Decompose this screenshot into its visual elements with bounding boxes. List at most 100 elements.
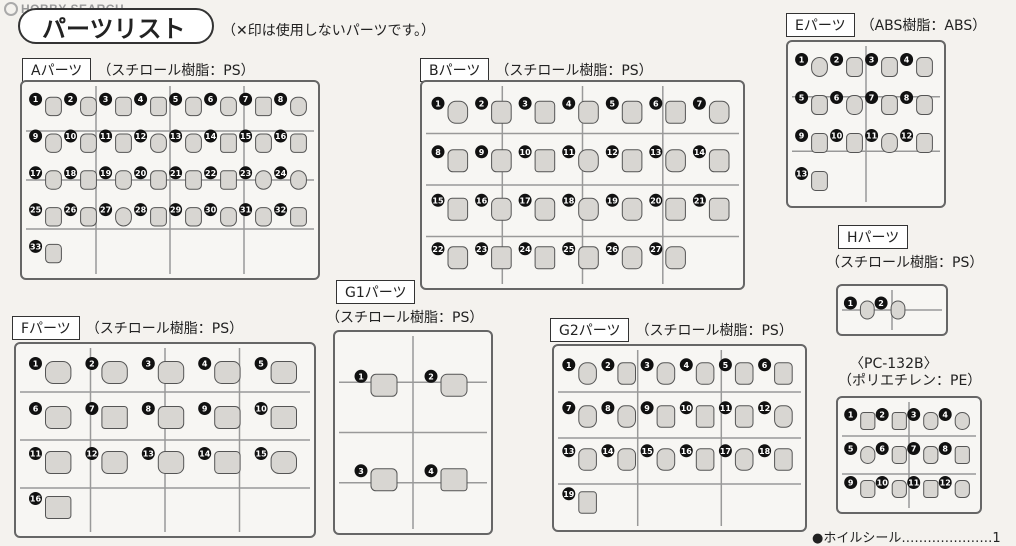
b-part-12-number: 12 (607, 148, 618, 157)
b-part-6 (665, 100, 686, 124)
g2-part-10-number: 10 (681, 404, 693, 413)
b-part-17 (534, 197, 556, 221)
a-part-17-number: 17 (30, 169, 41, 178)
g2-part-10-marker (679, 401, 693, 415)
b-part-14-marker (692, 145, 706, 159)
a-part-12 (150, 133, 167, 153)
a-part-14 (220, 133, 237, 153)
a-part-1 (45, 96, 62, 117)
b-part-18-marker (562, 193, 576, 207)
section-b-tag: Bパーツ (420, 58, 490, 82)
b-part-25 (578, 246, 599, 270)
g2-part-6-number: 6 (762, 361, 768, 370)
a-part-17-marker (29, 166, 43, 180)
f-part-15-number: 15 (256, 450, 268, 459)
h-part-1-marker (843, 296, 857, 310)
b-part-26-marker (605, 242, 619, 256)
f-part-1 (45, 361, 72, 384)
a-part-33 (45, 243, 62, 264)
pc-part-9-number: 9 (848, 479, 854, 488)
section-h-tag: Hパーツ (838, 225, 909, 249)
e-part-10-marker (830, 129, 844, 142)
a-part-10 (80, 133, 97, 153)
a-part-3-marker (99, 92, 113, 106)
e-part-8-marker (900, 91, 914, 104)
g2-part-14-number: 14 (602, 447, 614, 456)
f-part-12-marker (85, 447, 99, 460)
pc-part-5 (860, 446, 876, 464)
e-part-8-number: 8 (904, 94, 910, 103)
a-part-7-number: 7 (243, 95, 249, 104)
a-part-4 (150, 96, 167, 117)
b-part-2 (491, 100, 512, 124)
g1-part-2 (440, 373, 468, 397)
f-part-12-number: 12 (86, 450, 97, 459)
h-part-2-number: 2 (878, 299, 884, 308)
b-part-10 (534, 149, 556, 173)
e-part-13-number: 13 (796, 170, 807, 179)
page-title: パーツリスト (18, 8, 214, 44)
pc-part-2-marker (875, 408, 889, 421)
a-part-12-marker (134, 129, 148, 143)
b-part-5-marker (605, 96, 619, 110)
a-part-7 (255, 96, 272, 117)
pc-part-12-number: 12 (940, 479, 951, 488)
f-part-16-marker (29, 492, 42, 505)
b-part-4-marker (562, 96, 576, 110)
pc-part-6 (891, 446, 907, 464)
a-part-27-number: 27 (100, 206, 111, 215)
g2-part-16-number: 16 (681, 447, 693, 456)
section-g1-material: （スチロール樹脂：PS） (326, 310, 484, 326)
f-part-8 (157, 406, 185, 429)
page-title-text: パーツリスト (42, 14, 186, 43)
b-part-15-marker (431, 193, 445, 207)
g1-part-3-marker (354, 464, 368, 478)
pc-part-9 (860, 480, 876, 498)
section-f-tag: Fパーツ (12, 316, 80, 340)
f-part-4-number: 4 (202, 360, 208, 369)
f-part-6-marker (29, 402, 42, 415)
e-part-3-marker (865, 53, 879, 66)
pc-part-3 (923, 412, 939, 430)
f-part-6-number: 6 (33, 405, 39, 414)
foil-sticker-dots: ………………… (901, 531, 993, 546)
g2-part-9-number: 9 (644, 404, 650, 413)
a-part-13-number: 13 (170, 132, 181, 141)
b-part-21-marker (692, 193, 706, 207)
f-part-13-number: 13 (143, 450, 154, 459)
e-part-13-marker (795, 167, 809, 180)
e-part-5-marker (795, 91, 809, 104)
b-part-11 (578, 149, 599, 173)
pc-part-1-marker (844, 408, 858, 421)
section-h-material: （スチロール樹脂：PS） (826, 255, 984, 271)
a-part-29-number: 29 (170, 206, 182, 215)
g1-part-2-number: 2 (428, 372, 434, 381)
f-part-8-number: 8 (146, 405, 152, 414)
g2-part-7-marker (562, 401, 576, 415)
e-part-6-marker (830, 91, 844, 104)
e-part-1-marker (795, 53, 809, 66)
b-part-2-number: 2 (479, 99, 485, 108)
f-part-8-marker (141, 402, 155, 415)
b-part-11-marker (562, 145, 576, 159)
f-part-5-marker (254, 357, 268, 370)
b-part-27 (665, 246, 686, 270)
h-part-1-number: 1 (848, 299, 854, 308)
a-part-18-number: 18 (65, 169, 77, 178)
g2-part-19-number: 19 (563, 490, 575, 499)
g1-part-3-number: 3 (358, 467, 364, 476)
b-part-18-number: 18 (563, 196, 575, 205)
a-part-7-marker (239, 92, 253, 106)
f-part-13 (157, 451, 185, 474)
a-part-15-marker (239, 129, 253, 143)
a-part-23 (255, 170, 272, 190)
a-part-5-number: 5 (173, 95, 179, 104)
f-part-14-number: 14 (199, 450, 211, 459)
a-part-5 (185, 96, 202, 117)
pc-part-12 (954, 480, 970, 498)
a-part-10-marker (64, 129, 78, 143)
b-part-21 (708, 197, 730, 221)
e-part-2 (846, 57, 863, 77)
a-part-21-marker (169, 166, 183, 180)
